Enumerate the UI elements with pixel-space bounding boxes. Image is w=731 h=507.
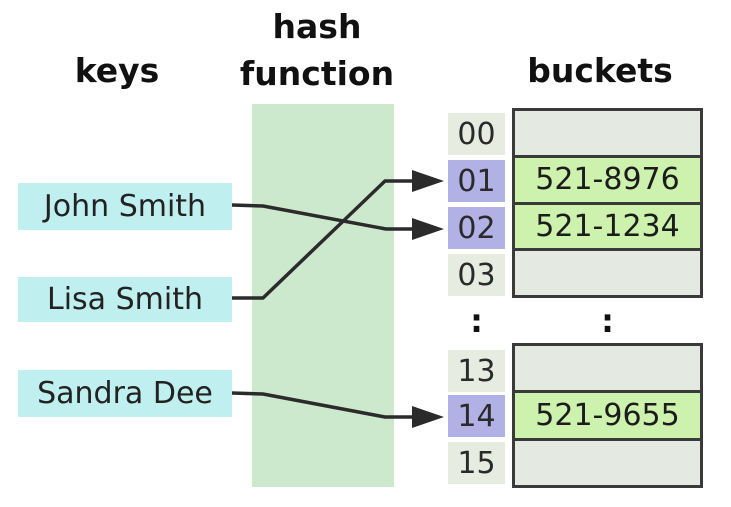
key-box-john-smith: John Smith xyxy=(18,183,232,230)
index-ellipsis: : xyxy=(470,302,483,340)
bucket-index-01: 01 xyxy=(448,160,505,202)
bucket-row-03 xyxy=(515,248,700,295)
key-box-lisa-smith: Lisa Smith xyxy=(18,277,232,322)
buckets-header: buckets xyxy=(527,51,673,90)
bucket-row-15 xyxy=(515,437,700,485)
buckets-array-bottom: 521-9655 xyxy=(512,343,703,488)
bucket-row-00 xyxy=(515,111,700,155)
bucket-row-13 xyxy=(515,346,700,391)
hash-function-header: hash function xyxy=(239,7,395,93)
bucket-row-01: 521-8976 xyxy=(515,154,700,202)
hash-function-box xyxy=(252,104,394,487)
buckets-ellipsis: : xyxy=(601,302,614,340)
buckets-array-top: 521-8976 521-1234 xyxy=(512,108,703,298)
bucket-index-13: 13 xyxy=(448,350,505,392)
bucket-index-03: 03 xyxy=(448,254,505,296)
keys-header: keys xyxy=(74,51,160,90)
bucket-row-02: 521-1234 xyxy=(515,201,700,249)
bucket-row-14: 521-9655 xyxy=(515,390,700,438)
bucket-index-14: 14 xyxy=(448,395,505,437)
bucket-index-00: 00 xyxy=(448,113,505,155)
bucket-index-15: 15 xyxy=(448,442,505,484)
key-box-sandra-dee: Sandra Dee xyxy=(18,370,232,417)
bucket-index-02: 02 xyxy=(448,207,505,249)
